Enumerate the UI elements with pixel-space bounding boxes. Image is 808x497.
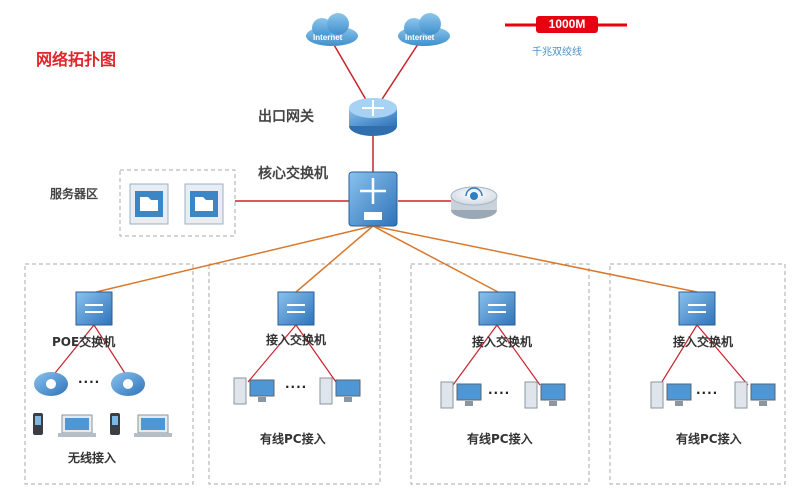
phone-icon-1	[33, 413, 43, 435]
branch-zone-box-3	[410, 263, 590, 485]
diagram-title: 网络拓扑图	[36, 50, 117, 69]
branch-4-dots: ····	[696, 386, 719, 400]
core-switch-icon	[348, 171, 398, 227]
legend-caption: 千兆双绞线	[532, 47, 582, 58]
branch-4-access-label: 有线PC接入	[676, 432, 742, 446]
server-zone-box	[119, 169, 236, 237]
pc-icon-3	[440, 381, 482, 409]
wireless-ap-icon-1	[34, 372, 68, 396]
branch-zone-box-4	[609, 263, 786, 485]
branch-3-access-label: 有线PC接入	[467, 432, 533, 446]
pc-icon-1	[233, 377, 275, 405]
access-switch-icon-1	[277, 291, 315, 326]
branch-1-access-label: 无线接入	[68, 451, 117, 465]
core-switch-label: 核心交换机	[258, 166, 328, 182]
server-icon-2	[184, 183, 224, 225]
router-icon	[349, 98, 397, 136]
internet-label-1: Internet	[313, 33, 343, 42]
wireless-ap-icon-2	[111, 372, 145, 396]
access-switch-icon-2	[478, 291, 516, 326]
internet-label-2: Internet	[405, 33, 435, 42]
pc-icon-5	[650, 381, 692, 409]
branch-2-dots: ····	[285, 380, 308, 394]
internet-cloud-icon-2	[398, 13, 450, 46]
poe-switch-icon	[75, 291, 113, 326]
laptop-icon-2	[134, 414, 172, 437]
branch-4-switch-label: 接入交换机	[673, 335, 734, 349]
laptop-icon-1	[58, 414, 96, 437]
branch-1-switch-label: POE交换机	[52, 335, 116, 349]
branch-zone-box-2	[208, 263, 381, 485]
phone-icon-2	[110, 413, 120, 435]
internet-cloud-icon-1	[306, 13, 358, 46]
access-controller-icon	[450, 186, 498, 219]
branch-zone-box-1	[24, 263, 194, 485]
branch-1-dots: ····	[78, 375, 101, 389]
legend-bandwidth-badge: 1000M	[536, 16, 598, 33]
branch-3-dots: ····	[488, 386, 511, 400]
pc-icon-6	[734, 381, 776, 409]
pc-icon-4	[524, 381, 566, 409]
branch-2-switch-label: 接入交换机	[266, 333, 327, 347]
branch-3-switch-label: 接入交换机	[472, 335, 533, 349]
gateway-label: 出口网关	[258, 109, 314, 125]
access-switch-icon-3	[678, 291, 716, 326]
pc-icon-2	[319, 377, 361, 405]
server-zone-label: 服务器区	[50, 187, 99, 201]
server-icon-1	[129, 183, 169, 225]
branch-2-access-label: 有线PC接入	[260, 432, 326, 446]
